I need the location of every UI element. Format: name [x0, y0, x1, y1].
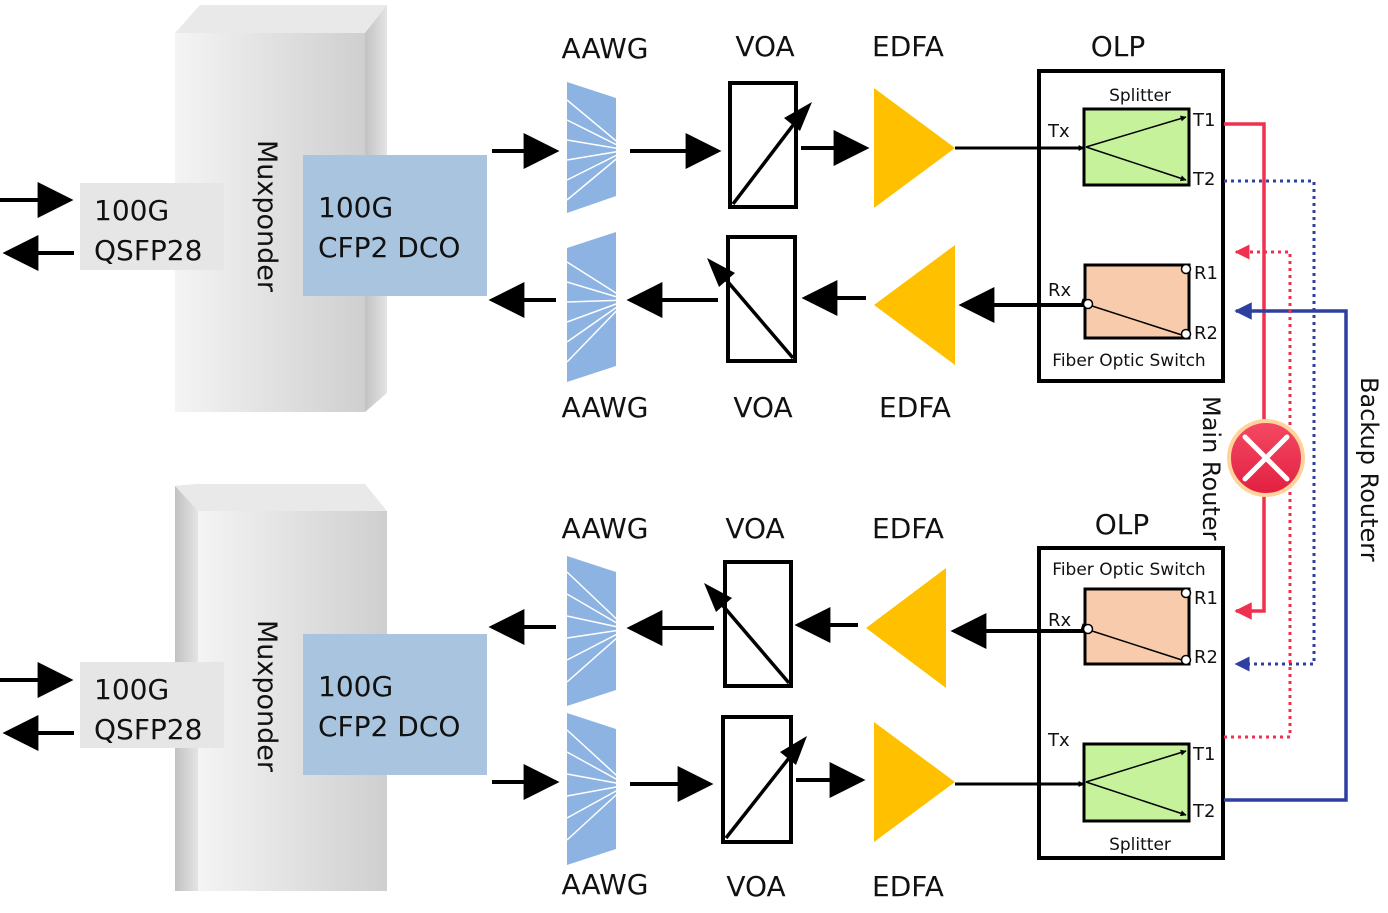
- top-voa-lower-label: VOA: [733, 391, 792, 424]
- protection-routes: Main Router Backup Routerr: [1197, 122, 1383, 802]
- top-voa-lower: [707, 235, 797, 363]
- bottom-system: Muxponder 100G QSFP28 100G CFP2 DCO AAWG: [0, 484, 1225, 903]
- bottom-aawg-upper: [566, 556, 628, 706]
- top-edfa-lower: [874, 245, 955, 365]
- fault-icon: [1227, 419, 1305, 497]
- top-qsfp-line1: 100G: [94, 194, 169, 227]
- bottom-rx-label: Rx: [1048, 610, 1072, 631]
- top-r1-label: R1: [1194, 263, 1218, 284]
- top-t2-label: T2: [1192, 169, 1215, 190]
- bottom-edfa-lower: [874, 722, 955, 842]
- top-cfp-box: [303, 155, 487, 296]
- bottom-olp: OLP Fiber Optic Switch Rx R1 R2 Tx T1 T2…: [1037, 508, 1225, 860]
- top-muxponder-label: Muxponder: [251, 140, 282, 293]
- top-edfa-lower-label: EDFA: [879, 391, 951, 424]
- bottom-t2-label: T2: [1192, 801, 1215, 822]
- top-system: Muxponder 100G QSFP28 100G CFP2 DCO: [0, 5, 1225, 424]
- bottom-switch-label: Fiber Optic Switch: [1052, 560, 1205, 580]
- bottom-edfa-upper: [866, 568, 946, 688]
- backup-router-label: Backup Routerr: [1355, 377, 1383, 562]
- bottom-r1-label: R1: [1194, 588, 1218, 609]
- top-aawg-lower-label: AAWG: [562, 391, 649, 424]
- backup-route-bottom-to-top: [1224, 302, 1348, 802]
- top-olp: OLP Splitter Tx T1 T2 Rx R1 R2 Fiber Opt…: [1037, 30, 1225, 383]
- bottom-splitter: [1082, 742, 1191, 823]
- bottom-aawg-upper-label: AAWG: [562, 512, 649, 545]
- top-edfa-upper: [874, 88, 955, 208]
- bottom-edfa-lower-label: EDFA: [872, 870, 944, 903]
- top-r2-label: R2: [1194, 323, 1218, 344]
- top-splitter-label: Splitter: [1109, 86, 1171, 106]
- bottom-r2-label: R2: [1194, 647, 1218, 668]
- bottom-splitter-label: Splitter: [1109, 835, 1171, 855]
- bottom-edfa-upper-label: EDFA: [872, 512, 944, 545]
- main-router-label: Main Router: [1197, 396, 1225, 541]
- bottom-cfp-line1: 100G: [318, 670, 393, 703]
- top-voa-upper-label: VOA: [735, 30, 794, 63]
- top-switch-label: Fiber Optic Switch: [1052, 351, 1205, 371]
- top-edfa-upper-label: EDFA: [872, 30, 944, 63]
- top-tx-label: Tx: [1047, 121, 1070, 142]
- top-aawg-lower: [566, 232, 628, 382]
- main-route-top-to-bottom: [1224, 122, 1266, 620]
- top-aawg-upper-label: AAWG: [562, 32, 649, 65]
- bottom-t1-label: T1: [1192, 744, 1215, 765]
- bottom-aawg-lower: [566, 713, 628, 865]
- top-t1-label: T1: [1192, 110, 1215, 131]
- top-voa-upper: [728, 81, 812, 209]
- bottom-voa-lower-label: VOA: [726, 870, 785, 903]
- main-route-bottom-to-top: [1224, 244, 1292, 739]
- top-switch: [1083, 263, 1191, 340]
- bottom-cfp-box: [303, 634, 487, 775]
- bottom-olp-label: OLP: [1095, 508, 1150, 541]
- top-aawg-upper: [566, 82, 628, 213]
- top-rx-label: Rx: [1048, 280, 1072, 301]
- bottom-tx-label: Tx: [1047, 730, 1070, 751]
- bottom-voa-upper: [704, 560, 793, 688]
- bottom-voa-lower: [721, 715, 807, 844]
- bottom-aawg-lower-label: AAWG: [562, 868, 649, 901]
- bottom-qsfp-box: [80, 662, 224, 748]
- bottom-voa-upper-label: VOA: [725, 512, 784, 545]
- top-olp-label: OLP: [1091, 30, 1146, 63]
- top-qsfp-line2: QSFP28: [94, 234, 202, 267]
- top-cfp-line1: 100G: [318, 191, 393, 224]
- top-cfp-line2: CFP2 DCO: [318, 231, 460, 264]
- top-qsfp-box: [80, 183, 224, 270]
- backup-route-top-to-bottom: [1224, 179, 1316, 672]
- bottom-qsfp-line1: 100G: [94, 673, 169, 706]
- bottom-qsfp-line2: QSFP28: [94, 713, 202, 746]
- bottom-cfp-line2: CFP2 DCO: [318, 710, 460, 743]
- bottom-muxponder-label: Muxponder: [251, 620, 282, 773]
- bottom-switch: [1083, 587, 1191, 666]
